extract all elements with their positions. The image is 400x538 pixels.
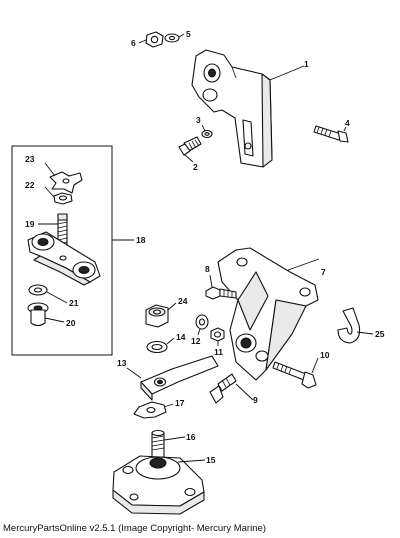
- part-22-nut[interactable]: [44, 186, 73, 205]
- callout-9: 9: [253, 395, 258, 405]
- callout-23: 23: [25, 154, 35, 164]
- callout-11: 11: [214, 347, 223, 357]
- callout-22: 22: [25, 180, 35, 190]
- part-25-clip[interactable]: [337, 307, 374, 344]
- part-12-washer[interactable]: [195, 314, 209, 336]
- callout-15: 15: [206, 455, 216, 465]
- part-20-bushing[interactable]: [27, 302, 65, 327]
- callout-18: 18: [136, 235, 146, 245]
- part-1-bracket[interactable]: [191, 49, 305, 168]
- callout-7: 7: [321, 267, 326, 277]
- part-11-nut[interactable]: [210, 327, 225, 346]
- callout-14: 14: [176, 332, 186, 342]
- part-3-washer[interactable]: [201, 124, 213, 139]
- part-5-washer[interactable]: [164, 33, 185, 43]
- part-21-washer[interactable]: [28, 284, 68, 304]
- image-caption: MercuryPartsOnline v2.5.1 (Image Copyrig…: [3, 523, 266, 534]
- part-17-tab-washer[interactable]: [133, 401, 174, 419]
- group-18-box: [11, 145, 134, 356]
- callout-16: 16: [186, 432, 196, 442]
- part-2-bolt[interactable]: [178, 136, 202, 163]
- callout-17: 17: [175, 398, 185, 408]
- callout-1: 1: [304, 59, 309, 69]
- callout-12: 12: [191, 336, 201, 346]
- callout-2: 2: [193, 162, 198, 172]
- callout-24: 24: [178, 296, 188, 306]
- part-6-nut[interactable]: [138, 31, 164, 48]
- part-9-stud[interactable]: [209, 373, 254, 404]
- part-4-bolt[interactable]: [313, 125, 349, 143]
- part-13-lever[interactable]: [126, 355, 219, 401]
- part-10-bolt[interactable]: [272, 357, 319, 389]
- callout-6: 6: [131, 38, 136, 48]
- callout-10: 10: [320, 350, 330, 360]
- part-23-knob[interactable]: [44, 162, 83, 194]
- callout-21: 21: [69, 298, 79, 308]
- link-arm-assembly[interactable]: [27, 231, 101, 286]
- callout-25: 25: [375, 329, 385, 339]
- part-24-nut[interactable]: [145, 302, 177, 328]
- callout-5: 5: [186, 29, 191, 39]
- callout-19: 19: [25, 219, 35, 229]
- callout-13: 13: [117, 358, 127, 368]
- part-14-ring[interactable]: [146, 337, 175, 354]
- callout-20: 20: [66, 318, 76, 328]
- part-8-bolt[interactable]: [205, 274, 237, 300]
- part-16-stud[interactable]: [151, 429, 186, 458]
- part-15-motor-mount[interactable]: [112, 455, 206, 515]
- callout-4: 4: [345, 118, 350, 128]
- part-7-mount-bracket[interactable]: [217, 247, 320, 381]
- callout-3: 3: [196, 115, 201, 125]
- callout-8: 8: [205, 264, 210, 274]
